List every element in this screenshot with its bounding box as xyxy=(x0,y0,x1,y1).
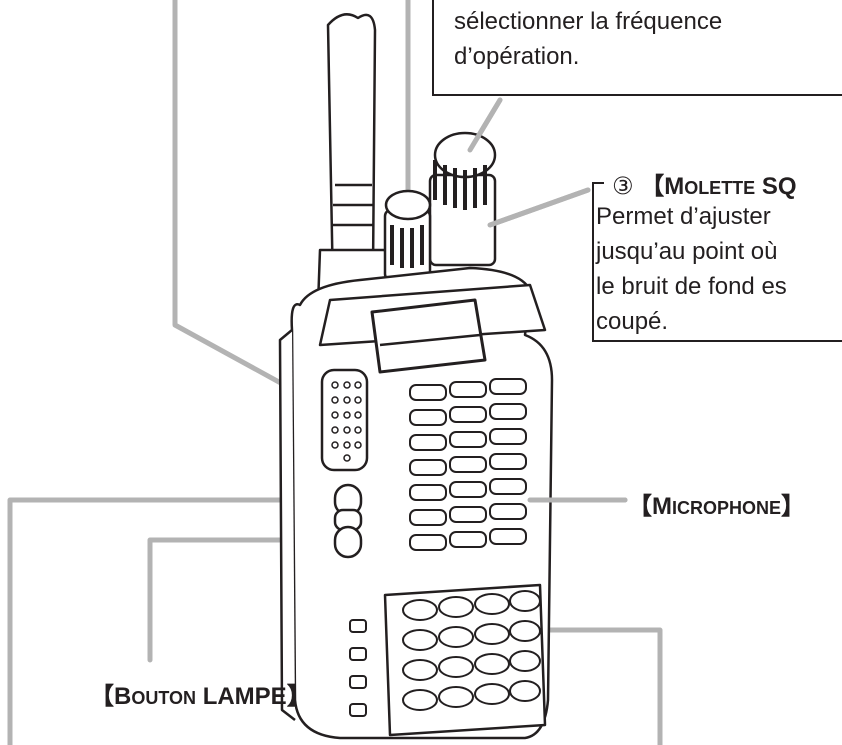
squelch-title: ③ 【MOLETTE SQ xyxy=(612,173,797,200)
label-lamp-button: 【BOUTON LAMPE】 xyxy=(90,683,311,710)
squelch-number: ③ xyxy=(612,173,634,200)
label-microphone: 【MICROPHONE】 xyxy=(628,493,806,520)
callout-squelch-line-4: coupé. xyxy=(596,308,669,335)
battery-ribs xyxy=(349,619,367,717)
callout-squelch-line-1: Permet d’ajuster xyxy=(596,203,771,230)
callout-frequency-line-1: sélectionner la fréquence xyxy=(454,8,723,35)
antenna xyxy=(326,13,377,292)
callout-squelch-line-2: jusqu’au point où xyxy=(596,238,778,265)
lamp-button xyxy=(333,525,363,559)
leader-endpoints xyxy=(467,97,628,503)
radio-side xyxy=(278,329,296,721)
leader-line-speaker xyxy=(172,0,333,413)
display-window xyxy=(370,298,487,374)
callout-squelch-knob xyxy=(592,182,842,342)
leader-line-keypad xyxy=(517,627,663,745)
keypad-keys xyxy=(402,590,541,711)
callout-squelch-line-3: le bruit de fond es xyxy=(596,273,787,300)
callout-frequency-knob: sélectionner la fréquence d’opération. xyxy=(432,0,842,96)
callout-frequency-line-2: d’opération. xyxy=(454,43,580,70)
leader-line-ptt xyxy=(7,497,348,745)
radio-illustration xyxy=(278,13,554,740)
channel-knob-top xyxy=(384,189,432,221)
vent-slots xyxy=(409,378,527,551)
callout-squelch-top-border xyxy=(592,182,604,184)
